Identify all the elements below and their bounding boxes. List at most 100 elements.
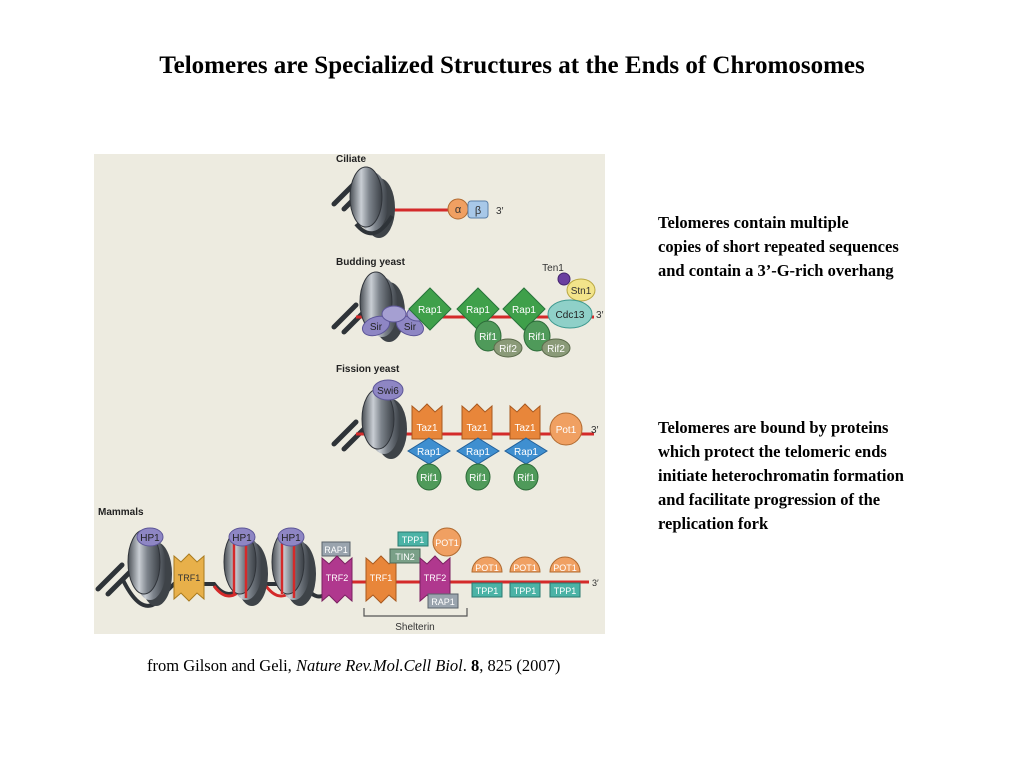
- svg-text:Swi6: Swi6: [377, 386, 399, 397]
- rap1-diamond: Rap1: [408, 287, 452, 331]
- svg-text:TRF1: TRF1: [178, 573, 201, 583]
- svg-text:Pot1: Pot1: [556, 425, 577, 436]
- alpha-label: α: [455, 204, 462, 216]
- tpp1-box: TPP1: [397, 531, 429, 547]
- hp1-protein: HP1: [228, 527, 256, 547]
- svg-text:Rap1: Rap1: [466, 447, 490, 458]
- svg-text:Rif1: Rif1: [469, 473, 487, 484]
- svg-text:Rap1: Rap1: [512, 305, 536, 316]
- svg-text:Rap1: Rap1: [466, 305, 490, 316]
- chromosome-end-marks: [331, 419, 369, 452]
- pot1-tpp1-unit: POT1 TPP1: [549, 556, 581, 598]
- svg-text:Taz1: Taz1: [466, 423, 488, 434]
- pot1-protein: POT1: [432, 527, 462, 557]
- three-prime-label: 3′: [596, 310, 604, 321]
- nucleosome: [223, 529, 268, 606]
- note-line: copies of short repeated sequences: [658, 237, 899, 256]
- svg-text:Sir: Sir: [404, 322, 417, 333]
- nucleosome: [361, 388, 407, 459]
- taz1-rap1-rif1-unit: Taz1 Rap1 Rif1: [407, 403, 451, 491]
- budding-yeast-panel: Budding yeast Sir Sir Rap1 Rap1 Rap1: [331, 257, 604, 358]
- svg-text:Stn1: Stn1: [571, 286, 592, 297]
- nucleosome: [349, 166, 395, 238]
- rif-proteins: Rif1 Rif2 Rif1 Rif2: [474, 320, 571, 358]
- note-line: and facilitate progression of the: [658, 490, 881, 509]
- svg-text:Rif1: Rif1: [517, 473, 535, 484]
- svg-text:POT1: POT1: [553, 563, 577, 573]
- svg-text:Rif1: Rif1: [528, 332, 546, 343]
- hp1-protein: HP1: [277, 527, 305, 547]
- taz1-rap1-rif1-unit: Taz1 Rap1 Rif1: [504, 403, 548, 491]
- svg-text:Rif2: Rif2: [547, 344, 565, 355]
- beta-subunit: [467, 200, 489, 219]
- fission-yeast-panel: Fission yeast Swi6 Taz1 Rap1 Rif1 Taz1 R…: [331, 364, 599, 491]
- note-line: Telomeres contain multiple: [658, 213, 849, 232]
- tin2-box: TIN2: [389, 548, 421, 564]
- svg-text:RAP1: RAP1: [431, 597, 455, 607]
- fission-yeast-label: Fission yeast: [336, 364, 400, 375]
- figure-citation: from Gilson and Geli, Nature Rev.Mol.Cel…: [147, 656, 561, 675]
- svg-text:POT1: POT1: [475, 563, 499, 573]
- note-line: Telomeres are bound by proteins: [658, 418, 889, 437]
- rap1-box: RAP1: [427, 593, 459, 609]
- svg-text:Rap1: Rap1: [418, 305, 442, 316]
- svg-text:TPP1: TPP1: [554, 586, 577, 596]
- rap1-box: RAP1: [321, 541, 351, 557]
- svg-text:RAP1: RAP1: [324, 545, 348, 555]
- svg-text:Rif2: Rif2: [499, 344, 517, 355]
- chromatin-fiber: [120, 577, 336, 608]
- ciliate-label: Ciliate: [336, 154, 366, 165]
- svg-text:Rap1: Rap1: [514, 447, 538, 458]
- note-line: and contain a 3’-G-rich overhang: [658, 261, 894, 280]
- citation-journal: Nature Rev.Mol.Cell Biol: [295, 656, 463, 675]
- trf1-protein: TRF1: [365, 555, 397, 604]
- svg-text:Rap1: Rap1: [417, 447, 441, 458]
- three-prime-label: 3′: [496, 206, 504, 217]
- chromosome-end-marks: [95, 562, 135, 597]
- pot1-protein: Pot1: [549, 412, 583, 446]
- svg-text:TRF2: TRF2: [326, 573, 349, 583]
- three-prime-label: 3′: [592, 578, 599, 588]
- pot1-tpp1-unit: POT1 TPP1: [509, 556, 541, 598]
- svg-text:TPP1: TPP1: [514, 586, 537, 596]
- trf1-protein: TRF1: [173, 553, 205, 602]
- svg-text:POT1: POT1: [435, 538, 459, 548]
- citation-authors: from Gilson and Geli,: [147, 656, 296, 675]
- note-line: which protect the telomeric ends: [658, 442, 887, 461]
- svg-text:Ten1: Ten1: [542, 263, 564, 274]
- hp1-protein: HP1: [136, 527, 164, 547]
- cst-complex: Ten1 Stn1 Cdc13: [542, 263, 596, 329]
- svg-text:Cdc13: Cdc13: [556, 310, 585, 321]
- svg-text:TRF2: TRF2: [424, 573, 447, 583]
- rap1-diamond: Rap1: [502, 287, 546, 331]
- slide-title: Telomeres are Specialized Structures at …: [159, 52, 865, 79]
- note-telomere-proteins: Telomeres are bound by proteins which pr…: [658, 416, 904, 536]
- svg-text:HP1: HP1: [281, 533, 301, 544]
- budding-yeast-label: Budding yeast: [336, 257, 406, 268]
- taz1-rap1-rif1-unit: Taz1 Rap1 Rif1: [456, 403, 500, 491]
- pot1-tpp1-unit: POT1 TPP1: [471, 556, 503, 598]
- svg-text:Taz1: Taz1: [514, 423, 536, 434]
- trf2-protein: TRF2: [321, 555, 353, 604]
- svg-text:POT1: POT1: [513, 563, 537, 573]
- mammals-panel: Mammals HP1 TRF1 HP1: [95, 507, 599, 633]
- nucleosome: [271, 529, 316, 606]
- svg-text:TPP1: TPP1: [402, 535, 425, 545]
- svg-text:TRF1: TRF1: [370, 573, 393, 583]
- three-prime-label: 3′: [591, 425, 599, 436]
- svg-text:HP1: HP1: [232, 533, 252, 544]
- svg-text:Taz1: Taz1: [416, 423, 438, 434]
- telomere-diagram: Ciliate α β 3′ Budding yeast Sir: [94, 154, 605, 634]
- mammals-label: Mammals: [98, 507, 144, 518]
- svg-text:TPP1: TPP1: [476, 586, 499, 596]
- citation-pages-year: , 825 (2007): [479, 656, 561, 675]
- note-line: replication fork: [658, 514, 769, 533]
- shelterin-bracket: [363, 608, 468, 617]
- citation-volume: 8: [470, 656, 480, 675]
- shelterin-label: Shelterin: [395, 622, 434, 633]
- note-telomere-sequence: Telomeres contain multiple copies of sho…: [658, 211, 899, 283]
- svg-text:Sir: Sir: [370, 322, 383, 333]
- beta-label: β: [475, 205, 481, 217]
- note-line: initiate heterochromatin formation: [658, 466, 904, 485]
- svg-text:Rif1: Rif1: [420, 473, 438, 484]
